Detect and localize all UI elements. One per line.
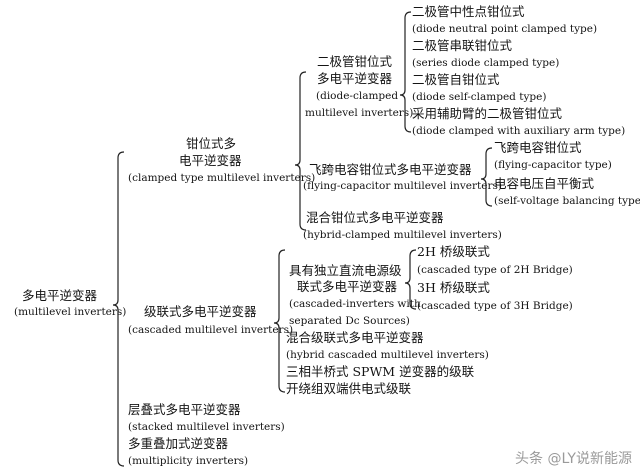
separated-item-1-en: (cascaded type of 2H Bridge)	[417, 264, 573, 276]
stacked-cn: 层叠式多电平逆变器	[128, 402, 241, 417]
flying-item-2-en: (self-voltage balancing type)	[494, 195, 640, 207]
diode-title-en-line1: (diode-clamped	[316, 90, 399, 102]
separated-bracket	[404, 249, 417, 310]
hybrid-cascaded-cn: 混合级联式多电平逆变器	[286, 330, 424, 345]
cascaded-title-cn: 级联式多电平逆变器	[144, 304, 257, 319]
separated-title-en-line1: (cascaded-inverters with	[289, 298, 421, 310]
separated-title-cn-line2: 联式多电平逆变器	[297, 279, 398, 294]
flying-item-1-cn: 飞跨电容钳位式	[494, 140, 582, 155]
cascaded-bracket	[273, 249, 286, 393]
clamped-title-cn-line2: 电平逆变器	[179, 153, 242, 168]
diode-bracket	[399, 11, 412, 133]
separated-item-1-cn: 2H 桥级联式	[417, 244, 490, 259]
flying-title-cn: 飞跨电容钳位式多电平逆变器	[309, 162, 472, 177]
diode-item-3-en: (diode self-clamped type)	[412, 91, 547, 103]
root-title-cn: 多电平逆变器	[22, 288, 98, 303]
diode-item-1-en: (diode neutral point clamped type)	[412, 23, 598, 35]
diode-title-cn-line2: 多电平逆变器	[317, 71, 393, 86]
separated-item-2-cn: 3H 桥级联式	[417, 280, 490, 295]
clamped-bracket	[294, 71, 307, 231]
hybrid-clamped-cn: 混合钳位式多电平逆变器	[306, 210, 444, 225]
diode-item-3-cn: 二极管自钳位式	[412, 72, 500, 87]
flying-bracket	[480, 147, 493, 207]
diode-item-4-cn: 采用辅助臂的二极管钳位式	[412, 106, 563, 121]
multiplicity-cn: 多重叠加式逆变器	[128, 436, 229, 451]
open-end-cascade-cn: 开绕组双端供电式级联	[286, 381, 412, 396]
diode-title-en-line2: multilevel inverters)	[305, 107, 414, 119]
flying-title-en: (flying-capacitor multilevel inverters)	[303, 180, 502, 192]
stacked-en: (stacked multilevel inverters)	[128, 421, 285, 433]
diode-title-cn-line1: 二极管钳位式	[317, 54, 393, 69]
separated-item-2-en: (cascaded type of 3H Bridge)	[417, 300, 573, 312]
diode-item-2-en: (series diode clamped type)	[412, 57, 560, 69]
flying-item-2-cn: 电容电压自平衡式	[494, 176, 595, 191]
diode-item-1-cn: 二极管中性点钳位式	[412, 4, 525, 19]
hybrid-clamped-en: (hybrid-clamped multilevel inverters)	[303, 229, 502, 241]
separated-title-en-line2: separated Dc Sources)	[289, 315, 410, 327]
hybrid-cascaded-en: (hybrid cascaded multilevel inverters)	[286, 349, 489, 361]
cascaded-title-en: (cascaded multilevel inverters)	[128, 324, 294, 336]
spwm-cascade-cn: 三相半桥式 SPWM 逆变器的级联	[286, 364, 475, 379]
diode-item-4-en: (diode clamped with auxiliary arm type)	[412, 125, 626, 137]
watermark: 头条 @LY说新能源	[515, 451, 632, 467]
flying-item-1-en: (flying-capacitor type)	[494, 159, 612, 171]
root-bracket	[112, 151, 125, 467]
clamped-title-en: (clamped type multilevel inverters)	[128, 172, 316, 184]
separated-title-cn-line1: 具有独立直流电源级	[289, 263, 402, 278]
diode-item-2-cn: 二极管串联钳位式	[412, 38, 513, 53]
clamped-title-cn-line1: 钳位式多	[186, 136, 237, 151]
root-title-en: (multilevel inverters)	[14, 306, 127, 318]
multiplicity-en: (multiplicity inverters)	[128, 455, 249, 467]
